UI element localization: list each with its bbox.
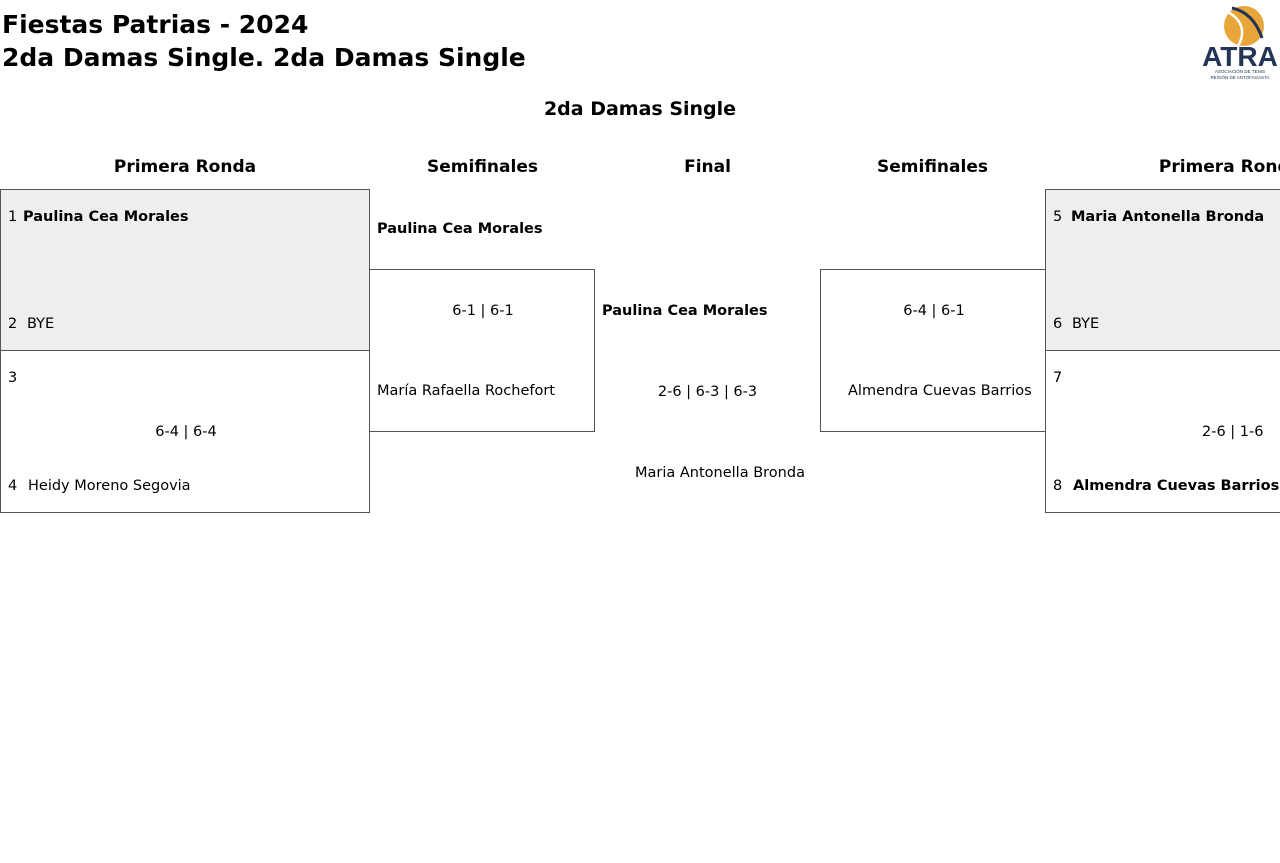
round-label-right-first: Primera Ronda <box>1158 157 1280 177</box>
player-name: María Rafaella Rochefort <box>377 383 555 399</box>
seed-number: 3 <box>8 370 18 386</box>
player-name: BYE <box>1072 316 1100 332</box>
match-score: 2-6 | 1-6 <box>1202 424 1264 440</box>
player-name: BYE <box>27 316 55 332</box>
bracket-title: 2da Damas Single <box>543 98 737 120</box>
final-winner: Paulina Cea Morales <box>602 303 768 319</box>
logo-subtext-1: ASOCIACIÓN DE TENIS <box>1215 68 1265 74</box>
player-name: Paulina Cea Morales <box>23 209 189 225</box>
left-semi-winner: Paulina Cea Morales <box>377 221 543 237</box>
seed-number: 7 <box>1053 370 1063 386</box>
logo-text: ATRA <box>1202 41 1278 72</box>
match-score: 6-4 | 6-1 <box>903 303 965 319</box>
match-box-left-2: 3 6-4 | 6-4 4 Heidy Moreno Segovia <box>0 350 370 513</box>
final-loser: Maria Antonella Bronda <box>635 465 805 481</box>
round-label-left-semis: Semifinales <box>427 157 538 177</box>
player-name: Almendra Cuevas Barrios <box>848 383 1032 399</box>
seed-number: 6 <box>1053 316 1063 332</box>
match-score: 6-1 | 6-1 <box>452 303 514 319</box>
match-score: 6-4 | 6-4 <box>155 424 217 440</box>
left-semi-box: 6-1 | 6-1 María Rafaella Rochefort <box>369 269 595 432</box>
seed-number: 5 <box>1053 209 1063 225</box>
round-label-left-first: Primera Ronda <box>113 157 257 177</box>
player-name: Heidy Moreno Segovia <box>28 478 191 494</box>
round-label-right-semis: Semifinales <box>877 157 988 177</box>
seed-number: 1 <box>8 209 18 225</box>
match-box-right-1: 5 Maria Antonella Bronda 6 BYE <box>1045 189 1280 351</box>
atra-logo: ATRA ASOCIACIÓN DE TENIS REGIÓN DE ANTOF… <box>1202 6 1278 80</box>
seed-number: 4 <box>8 478 18 494</box>
right-semi-box: 6-4 | 6-1 Almendra Cuevas Barrios <box>820 269 1046 432</box>
player-name: Maria Antonella Bronda <box>1071 209 1265 225</box>
logo-subtext-2: REGIÓN DE ANTOFAGASTA <box>1210 74 1269 80</box>
match-box-right-2: 7 2-6 | 1-6 8 Almendra Cuevas Barrios <box>1045 350 1280 513</box>
round-label-final: Final <box>684 157 731 177</box>
seed-number: 8 <box>1053 478 1063 494</box>
match-box-left-1: 1 Paulina Cea Morales 2 BYE <box>0 189 370 351</box>
page-subtitle: 2da Damas Single. 2da Damas Single <box>2 43 526 72</box>
player-name: Almendra Cuevas Barrios <box>1073 478 1280 494</box>
seed-number: 2 <box>8 316 18 332</box>
final-score: 2-6 | 6-3 | 6-3 <box>657 384 758 400</box>
page-title: Fiestas Patrias - 2024 <box>2 10 309 39</box>
